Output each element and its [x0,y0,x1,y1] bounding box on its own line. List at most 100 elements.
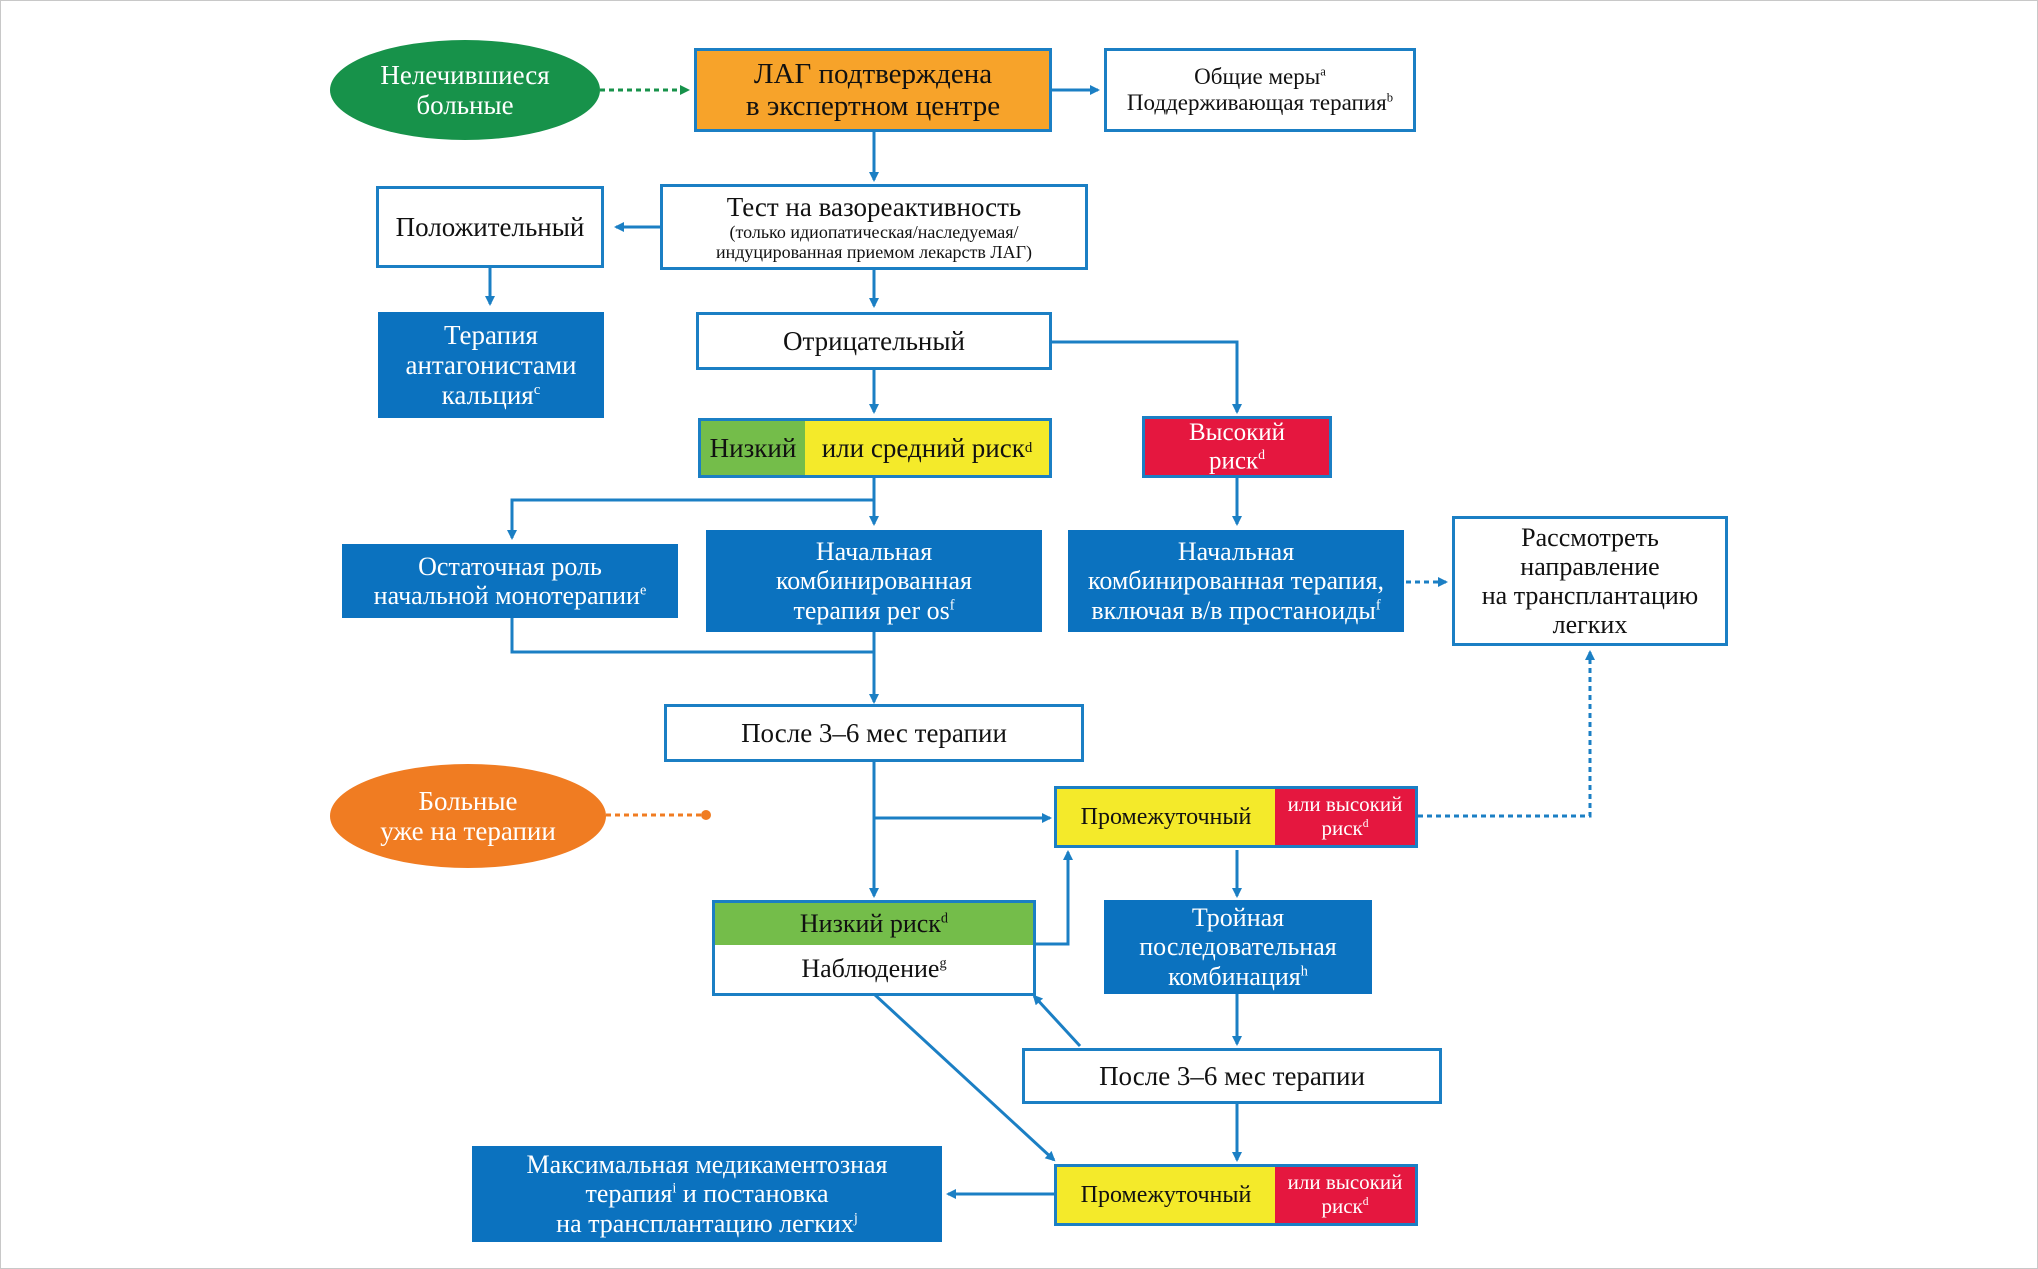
negative-box: Отрицательный [696,312,1052,370]
high-label-2a: или высокий [1287,1170,1403,1195]
triple-line2: последовательная [1139,932,1337,962]
low-risk-observation-box: Низкий рискd Наблюдениеg [712,900,1036,996]
high-risk-sup: d [1258,446,1265,462]
on-therapy-ellipse: Больные уже на терапии [330,764,606,868]
high-segment-1: или высокий рискd [1275,789,1415,845]
untreated-line1: Нелечившиеся [380,59,550,90]
positive-label: Положительный [395,211,585,242]
intermediate-high-risk-box-1: Промежуточный или высокий рискd [1054,786,1418,848]
negative-label: Отрицательный [783,325,965,356]
general-measures-line1: Общие меры [1194,64,1321,90]
ccb-line1: Терапия [444,319,538,350]
untreated-line2: больные [416,90,514,120]
pah-confirmed-line1: ЛАГ подтверждена [753,57,993,90]
iv-combo-line2: комбинированная терапия, [1088,566,1384,596]
oral-combo-line1: Начальная [815,537,933,567]
high-label-1b: риск [1321,816,1363,840]
positive-box: Положительный [376,186,604,268]
monotherapy-sup: e [639,582,647,599]
max-therapy-box: Максимальная медикаментозная терапияi и … [472,1146,942,1242]
arrow-lowrisk-to-interhigh2 [872,992,1056,1162]
transplant-line4: легких [1552,610,1628,640]
intermediate-segment-1: Промежуточный [1057,789,1275,845]
high-segment-2: или высокий рискd [1275,1167,1415,1223]
general-measures-sup1: a [1320,64,1326,79]
iv-combination-box: Начальная комбинированная терапия, включ… [1068,530,1404,632]
triple-line3: комбинация [1168,961,1301,991]
after-therapy-box-1: После 3–6 мес терапии [664,704,1084,762]
low-risk-header: Низкий рискd [715,903,1033,945]
oral-combo-line3: терапия per os [793,595,950,625]
triple-line1: Тройная [1191,903,1285,933]
vasoreactivity-note2: индуцированная приемом лекарств ЛАГ) [715,242,1033,263]
ccb-line3: кальция [441,380,534,411]
vasoreactivity-note1: (только идиопатическая/наследуемая/ [729,221,1019,242]
pah-confirmed-line2: в экспертном центре [745,90,1001,122]
transplant-line3: на трансплантацию [1481,581,1699,610]
observation-row: Наблюдениеg [715,945,1033,993]
oral-combo-sup: f [949,596,955,613]
monotherapy-line1: Остаточная роль [418,551,602,581]
after-therapy-2-label: После 3–6 мес терапии [1099,1060,1365,1091]
observation-label: Наблюдение [801,954,940,984]
vasoreactivity-test-box: Тест на вазореактивность (только идиопат… [660,184,1088,270]
low-risk-segment: Низкий [701,421,805,475]
low-label: Низкий [709,432,797,463]
general-measures-line2: Поддерживающая терапия [1126,90,1387,115]
mid-label: или средний риск [821,432,1025,463]
on-therapy-line1: Больные [418,785,518,816]
iv-combo-line1: Начальная [1177,537,1295,567]
triple-sup: h [1300,962,1308,979]
arrow-interhigh-to-transplant [1418,650,1595,818]
max-therapy-sup-j: j [853,1209,858,1226]
arrow-lowmid-to-mono [507,476,876,540]
after-therapy-1-label: После 3–6 мес терапии [741,717,1007,748]
transplant-line2: направление [1520,551,1660,581]
high-sup-2: d [1362,1196,1369,1208]
monotherapy-line2: начальной монотерапии [373,581,640,610]
untreated-patients-ellipse: Нелечившиеся больные [330,40,600,140]
transplant-line1: Рассмотреть [1521,522,1659,552]
ccb-sup: c [533,382,541,399]
mid-sup: d [1024,439,1033,456]
vasoreactivity-title: Тест на вазореактивность [726,191,1022,222]
observation-sup: g [939,955,947,972]
intermediate-high-risk-box-2: Промежуточный или высокий рискd [1054,1164,1418,1226]
high-risk-segment: Высокий рискd [1145,419,1329,475]
arrow-after-to-interhigh [872,762,1052,823]
oral-combo-line2: комбинированная [775,566,973,596]
intermediate-segment-2: Промежуточный [1057,1167,1275,1223]
high-risk-line1: Высокий [1189,418,1285,446]
max-therapy-line3: на трансплантацию легких [556,1208,854,1238]
max-therapy-line1: Максимальная медикаментозная [526,1150,888,1180]
max-therapy-sup-i: i [672,1180,677,1197]
high-risk-box: Высокий рискd [1142,416,1332,478]
general-measures-sup2: b [1386,90,1394,105]
iv-combo-line3: включая в/в простаноиды [1091,595,1376,625]
on-therapy-line2: уже на терапии [380,816,556,846]
low-risk-sup: d [940,910,949,927]
arrow-negative-to-high [1050,340,1242,414]
intermediate-label-2: Промежуточный [1080,1181,1252,1208]
pah-confirmed-box: ЛАГ подтверждена в экспертном центре [694,48,1052,132]
intermediate-label-1: Промежуточный [1080,803,1252,830]
arrow-lowrisk-to-interhigh [1036,850,1073,946]
iv-combo-sup: f [1375,596,1381,613]
oral-combination-box: Начальная комбинированная терапия per os… [706,530,1042,632]
general-measures-box: Общие мерыa Поддерживающая терапияb [1104,48,1416,132]
triple-combination-box: Тройная последовательная комбинацияh [1104,900,1372,994]
arrow-after2-to-lowrisk [1032,994,1082,1048]
max-therapy-line2a: терапия [585,1179,673,1209]
high-risk-line2: риск [1209,447,1259,475]
max-therapy-line2b: и постановка [676,1179,829,1209]
ccb-line2: антагонистами [405,349,577,380]
monotherapy-box: Остаточная роль начальной монотерапииe [342,544,678,618]
low-risk-label: Низкий риск [799,909,941,939]
after-therapy-box-2: После 3–6 мес терапии [1022,1048,1442,1104]
high-sup-1: d [1362,818,1369,830]
high-label-2b: риск [1321,1194,1363,1218]
